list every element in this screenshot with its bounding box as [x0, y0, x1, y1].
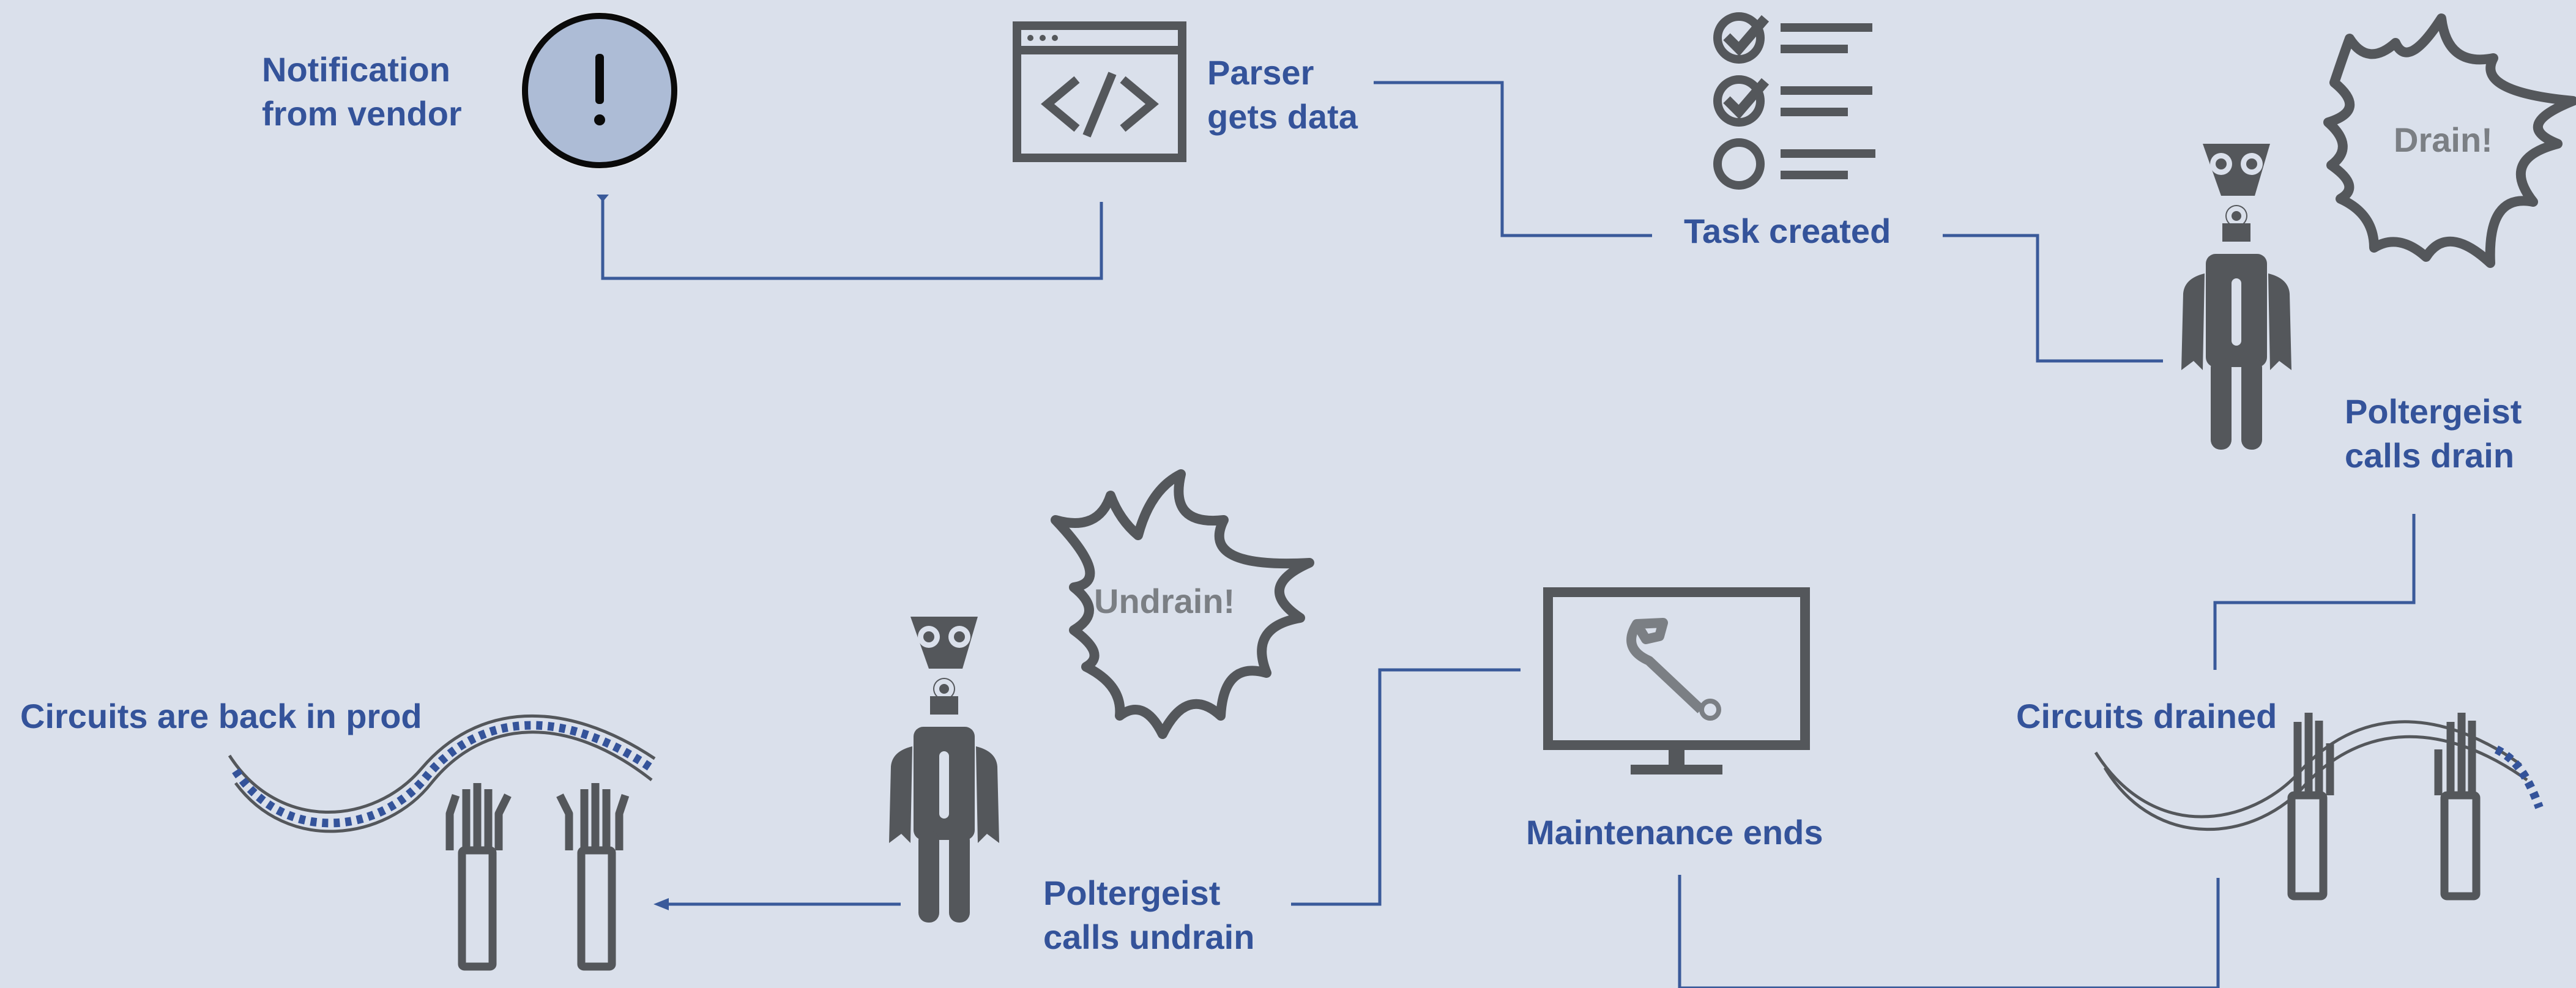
arrowhead-notification: [597, 195, 609, 202]
connector-parser-to-task: [1374, 81, 1652, 237]
label-notification: Notification from vendor: [262, 50, 462, 133]
alert-circle-icon: [521, 12, 678, 169]
arrowhead-prod: [653, 898, 669, 910]
connector-task-to-drain: [1943, 234, 2163, 363]
label-drain-call: Poltergeist calls drain: [2345, 392, 2522, 475]
label-undrain-call: Poltergeist calls undrain: [1043, 874, 1255, 956]
burst-text-undrain: Undrain!: [1094, 582, 1235, 620]
connector-maintenance-to-undrain: [1291, 668, 1521, 906]
circuit-cable-hands-icon-prod: [228, 714, 656, 971]
connector-drain-to-drained: [2213, 514, 2416, 670]
speech-burst-icon-drain: [2323, 13, 2576, 268]
label-task: Task created: [1684, 212, 1891, 250]
label-drained: Circuits drained: [2016, 697, 2277, 735]
burst-text-drain: Drain!: [2394, 121, 2493, 159]
speech-burst-icon-undrain: [1051, 469, 1314, 739]
label-back-in-prod: Circuits are back in prod: [20, 697, 422, 735]
checklist-icon: [1713, 12, 1875, 190]
robot-icon-undrain: [889, 617, 999, 923]
label-maintenance: Maintenance ends: [1526, 813, 1823, 852]
code-window-icon: [1013, 21, 1186, 162]
connector-parser-to-notification: [601, 195, 1103, 280]
circuit-cable-hands-icon-drained: [2094, 713, 2544, 901]
label-parser: Parser gets data: [1207, 53, 1358, 136]
robot-icon-drain: [2181, 144, 2291, 450]
monitor-wrench-icon: [1543, 587, 1810, 774]
connector-drained-to-maintenance: [1678, 875, 2220, 988]
